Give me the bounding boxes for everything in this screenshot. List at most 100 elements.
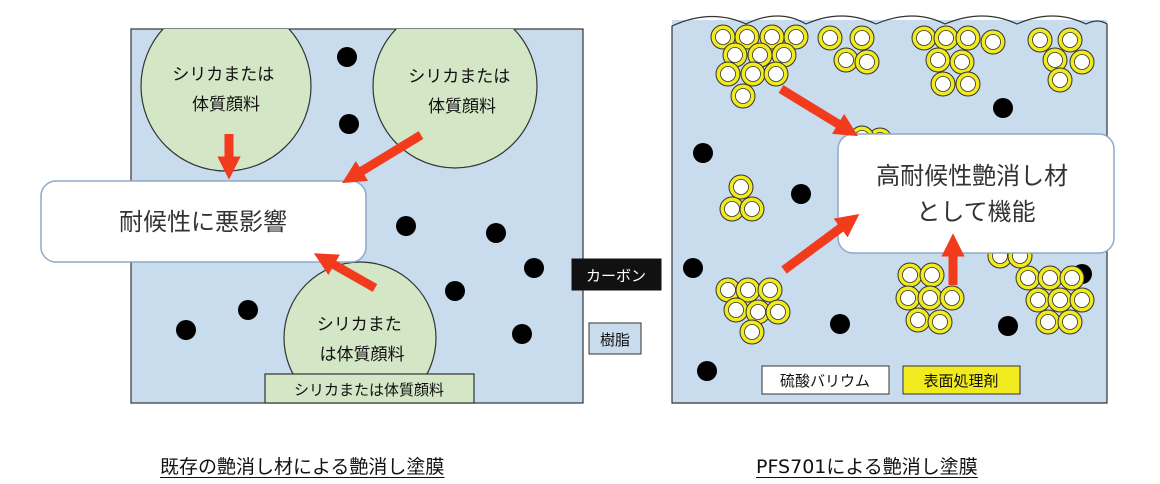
barium-sulfate-particle — [770, 304, 786, 320]
silica-label: シリカまた は体質顔料 — [317, 315, 407, 365]
carbon-particle — [396, 216, 416, 236]
barium-sulfate-particle — [924, 267, 940, 283]
barium-sulfate-particle — [960, 76, 976, 92]
barium-sulfate-particle — [750, 304, 766, 320]
effect-label: 耐候性に悪影響 — [119, 208, 287, 236]
barium-sulfate-particle — [1030, 292, 1046, 308]
barium-sulfate-particle — [762, 282, 778, 298]
barium-sulfate-particle — [1020, 270, 1036, 286]
barium-sulfate-particle — [715, 29, 731, 45]
carbon-particle — [830, 314, 850, 334]
silica-label: シリカまたは 体質顔料 — [408, 67, 515, 117]
carbon-particle — [791, 184, 811, 204]
carbon-particle — [512, 324, 532, 344]
barium-sulfate-particle — [960, 30, 976, 46]
treatment-legend-label: 表面処理剤 — [923, 372, 998, 390]
barium-sulfate-particle — [1040, 314, 1056, 330]
barium-sulfate-particle — [728, 302, 744, 318]
carbon-particle — [445, 281, 465, 301]
barium-sulfate-particle — [916, 30, 932, 46]
effect-arrow — [342, 131, 424, 184]
carbon-particle — [486, 223, 506, 243]
barium-sulfate-particle — [822, 30, 838, 46]
carbon-particle — [524, 258, 544, 278]
carbon-particle — [998, 316, 1018, 336]
barium-sulfate-particle — [1062, 314, 1078, 330]
carbon-particles — [683, 98, 1092, 381]
silica-label: シリカまたは 体質顔料 — [172, 65, 279, 115]
barium-sulfate-particle — [935, 76, 951, 92]
barium-sulfate-particle — [1074, 292, 1090, 308]
function-callout — [837, 133, 1115, 254]
barium-sulfate-particle — [900, 290, 916, 306]
barium-sulfate-particle — [954, 54, 970, 70]
barium-sulfate-particle — [727, 47, 743, 63]
carbon-particle — [176, 320, 196, 340]
barium-sulfate-particle — [930, 52, 946, 68]
resin-legend-label: 樹脂 — [600, 331, 630, 349]
effect-arrow — [313, 253, 378, 292]
carbon-legend-label: カーボン — [586, 267, 646, 285]
barium-sulfate-particle — [752, 47, 768, 63]
barium-sulfate-particle — [859, 54, 875, 70]
effect-callout — [40, 180, 367, 263]
silica-legend-box — [264, 373, 475, 404]
barium-sulfate-particle — [854, 30, 870, 46]
barium-sulfate-particle — [1052, 72, 1068, 88]
left-caption: 既存の艶消し材による艶消し塗膜 — [160, 456, 445, 478]
barium-sulfate-particle — [720, 66, 736, 82]
barium-legend-label: 硫酸バリウム — [780, 372, 870, 390]
barium-sulfate-particle — [944, 290, 960, 306]
barium-sulfate-particle — [735, 88, 751, 104]
barium-sulfate-particle — [1052, 292, 1068, 308]
carbon-particle — [693, 143, 713, 163]
silica-legend-label: シリカまたは体質顔料 — [294, 381, 444, 399]
barium-sulfate-particle — [745, 66, 761, 82]
carbon-particle — [339, 114, 359, 134]
barium-sulfate-particle — [720, 282, 736, 298]
treatment-legend-box — [902, 365, 1021, 395]
barium-sulfate-particle — [1047, 52, 1063, 68]
carbon-particles — [176, 47, 544, 344]
barium-sulfate-particle — [1062, 32, 1078, 48]
carbon-legend-box — [571, 258, 662, 291]
barium-sulfate-particle — [1032, 32, 1048, 48]
left-panel: シリカまたは 体質顔料 シリカまたは 体質顔料 シリカまた は体質顔料 シリカま… — [40, 28, 584, 404]
carbon-particle — [993, 98, 1013, 118]
barium-sulfate-particle — [739, 29, 755, 45]
barium-legend-box — [761, 365, 890, 395]
resin-legend-box — [588, 322, 642, 355]
barium-sulfate-particle — [776, 47, 792, 63]
barium-sulfate-particle — [744, 201, 760, 217]
silica-particle — [283, 261, 437, 403]
barium-sulfate-particle — [838, 52, 854, 68]
barium-sulfate-particle — [733, 179, 749, 195]
barium-sulfate-particle — [768, 66, 784, 82]
barium-sulfate-particle — [744, 324, 760, 340]
barium-sulfate-particle — [1074, 54, 1090, 70]
function-arrow — [778, 85, 858, 137]
barium-sulfate-particle — [764, 29, 780, 45]
silica-particle — [372, 29, 538, 169]
barium-sulfate-particle — [922, 290, 938, 306]
barium-sulfate-particle — [724, 201, 740, 217]
carbon-particle — [337, 47, 357, 67]
carbon-particle — [683, 258, 703, 278]
right-caption: PFS701による艶消し塗膜 — [756, 456, 978, 478]
barium-sulfate-particle — [740, 282, 756, 298]
carbon-particle — [238, 300, 258, 320]
center-legend: カーボン 樹脂 — [571, 258, 662, 355]
function-label: 高耐候性艶消し材 として機能 — [876, 162, 1076, 226]
barium-sulfate-particle — [932, 314, 948, 330]
barium-sulfate-particle — [902, 267, 918, 283]
barium-sulfate-particle — [938, 30, 954, 46]
barium-sulfate-particle — [1064, 270, 1080, 286]
carbon-particle — [697, 361, 717, 381]
matte-surface — [671, 15, 1108, 404]
function-arrow — [781, 214, 860, 274]
barium-sulfate-particle — [1042, 270, 1058, 286]
right-panel: 高耐候性艶消し材 として機能 硫酸バリウム 表面処理剤 — [671, 15, 1115, 404]
barium-sulfate-particle — [985, 34, 1001, 50]
barium-sulfate-particle — [788, 29, 804, 45]
